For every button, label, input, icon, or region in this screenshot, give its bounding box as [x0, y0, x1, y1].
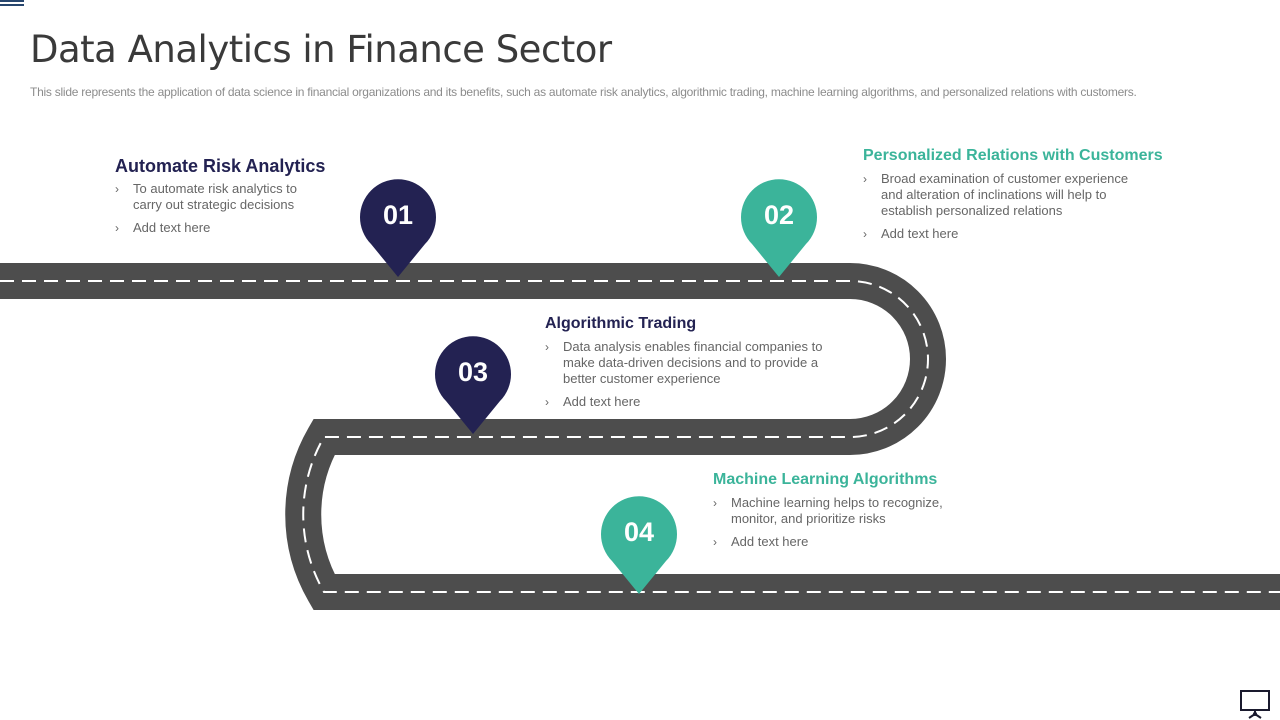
step-marker-02: 02	[741, 179, 817, 279]
page-subtitle: This slide represents the application of…	[30, 85, 1137, 99]
step-title: Algorithmic Trading	[545, 315, 697, 332]
step-title: Personalized Relations with Customers	[863, 147, 1163, 164]
step-bullets: › Broad examination of customer experienc…	[863, 171, 1153, 242]
bullet-text: To automate risk analytics to carry out …	[133, 181, 298, 212]
chevron-right-icon: ›	[115, 182, 119, 196]
step-marker-03: 03	[435, 336, 511, 436]
map-pin-icon	[601, 496, 677, 594]
page-title: Data Analytics in Finance Sector	[30, 28, 612, 71]
bullet-text: Add text here	[731, 534, 809, 549]
step-number: 02	[763, 200, 795, 230]
chevron-right-icon: ›	[863, 227, 867, 241]
presentation-screen-icon	[1240, 690, 1270, 719]
list-item: › Add text here	[115, 220, 315, 236]
step-marker-01: 01	[360, 179, 436, 279]
map-pin-icon	[360, 179, 436, 277]
step-personalized-relations: Personalized Relations with Customers › B…	[863, 145, 1163, 249]
list-item: › Data analysis enables financial compani…	[545, 339, 835, 387]
chevron-right-icon: ›	[863, 172, 867, 186]
step-title: Automate Risk Analytics	[115, 156, 326, 176]
corner-accent-line-bottom	[0, 4, 24, 6]
chevron-right-icon: ›	[115, 221, 119, 235]
bullet-text: Add text here	[563, 394, 641, 409]
list-item: › Add text here	[863, 226, 1153, 242]
step-bullets: › Machine learning helps to recognize, mo…	[713, 495, 963, 550]
step-number: 01	[382, 200, 414, 230]
map-pin-icon	[435, 336, 511, 434]
bullet-text: Machine learning helps to recognize, mon…	[731, 495, 943, 526]
corner-accent-icon	[0, 0, 24, 6]
list-item: › To automate risk analytics to carry out…	[115, 181, 315, 213]
list-item: › Add text here	[545, 394, 835, 410]
bullet-text: Add text here	[881, 226, 959, 241]
chevron-right-icon: ›	[545, 340, 549, 354]
chevron-right-icon: ›	[713, 496, 717, 510]
chevron-right-icon: ›	[545, 395, 549, 409]
step-automate-risk-analytics: Automate Risk Analytics › To automate ris…	[115, 155, 326, 243]
corner-accent-line-top	[0, 0, 24, 2]
step-marker-04: 04	[601, 496, 677, 596]
step-bullets: › To automate risk analytics to carry out…	[115, 181, 315, 236]
step-algorithmic-trading: Algorithmic Trading › Data analysis enabl…	[545, 313, 835, 417]
list-item: › Add text here	[713, 534, 963, 550]
bullet-text: Add text here	[133, 220, 211, 235]
step-number: 03	[457, 357, 489, 387]
step-machine-learning-algorithms: Machine Learning Algorithms › Machine lea…	[713, 469, 963, 557]
list-item: › Broad examination of customer experienc…	[863, 171, 1139, 219]
list-item: › Machine learning helps to recognize, mo…	[713, 495, 951, 527]
bullet-text: Data analysis enables financial companie…	[563, 339, 823, 386]
step-title: Machine Learning Algorithms	[713, 471, 938, 488]
chevron-right-icon: ›	[713, 535, 717, 549]
map-pin-icon	[741, 179, 817, 277]
bullet-text: Broad examination of customer experience…	[881, 171, 1129, 218]
step-number: 04	[623, 517, 655, 547]
road-center-line	[0, 280, 1280, 593]
step-bullets: › Data analysis enables financial compani…	[545, 339, 835, 410]
